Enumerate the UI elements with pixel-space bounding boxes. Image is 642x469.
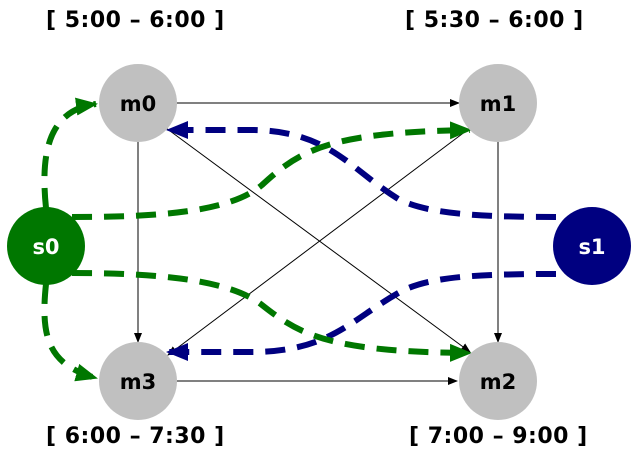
m3-time-window: [ 6:00 – 7:30 ] [46,424,225,449]
m2-time-window: [ 7:00 – 9:00 ] [409,424,588,449]
s0-label: s0 [32,235,59,259]
m0-label: m0 [120,92,157,116]
edge-s0-m0 [41,97,98,209]
m1-time-window: [ 5:30 – 6:00 ] [405,8,584,33]
s1-label: s1 [578,235,605,259]
m0-time-window: [ 5:00 – 6:00 ] [46,8,225,33]
node-m3[interactable]: m3 [99,342,177,420]
edge-s0-m2 [71,270,472,362]
m3-label: m3 [120,370,157,394]
s0-dashed-edges [41,97,472,382]
m1-circle [459,64,537,142]
edge-s1-m0 [166,121,557,220]
s1-circle [553,207,631,285]
node-m1[interactable]: m1 [459,64,537,142]
edge-s1-m3 [166,271,557,361]
m2-label: m2 [480,370,517,394]
edge-m1-m3 [167,127,471,356]
node-m0[interactable]: m0 [99,64,177,142]
node-s1[interactable]: s1 [553,207,631,285]
edge-s0-m1 [71,121,472,220]
solid-edges [134,99,502,385]
edge-m0-m2 [165,127,471,353]
edge-s0-m3 [41,283,98,382]
node-m2[interactable]: m2 [459,342,537,420]
s1-dashed-edges [166,121,557,361]
s0-circle [7,207,85,285]
m1-label: m1 [480,92,517,116]
m3-circle [99,342,177,420]
m2-circle [459,342,537,420]
node-s0[interactable]: s0 [7,207,85,285]
m0-circle [99,64,177,142]
